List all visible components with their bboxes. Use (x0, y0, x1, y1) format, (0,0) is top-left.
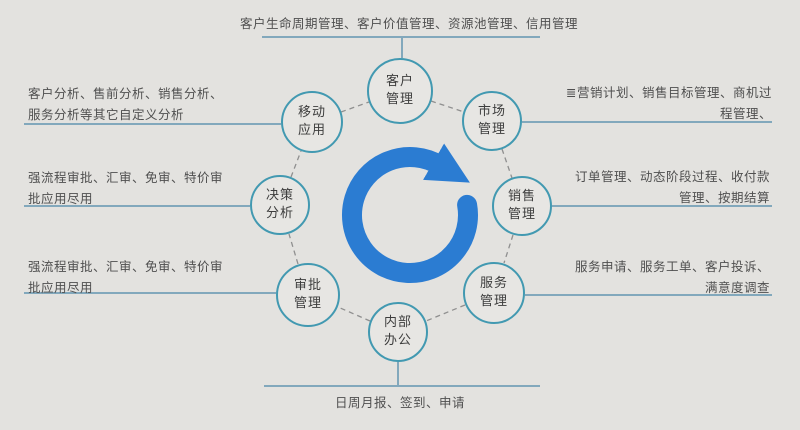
annotation-top: 客户生命周期管理、客户价值管理、资源池管理、信用管理 (240, 13, 579, 34)
annotation-bottom: 日周月报、签到、申请 (298, 392, 502, 413)
dashed-market-sales (501, 148, 513, 179)
circular-arrow-icon (342, 143, 478, 284)
annotation-text: 日周月报、签到、申请 (334, 395, 465, 410)
node-label: 内部 (383, 315, 412, 330)
circular-arrow-path (342, 143, 478, 284)
node-label: 客户 (385, 74, 414, 89)
annotation-text: ≣营销计划、销售目标管理、商机过 (566, 85, 772, 100)
annotation-text: 程管理、 (719, 106, 772, 121)
node-internal-office: 内部 办公 (368, 302, 428, 362)
node-label: 审批 (293, 278, 322, 293)
node-label: 管理 (477, 122, 506, 137)
annotation-text: 服务申请、服务工单、客户投诉、 (574, 259, 770, 274)
node-label: 分析 (265, 206, 294, 221)
annotation-text: 满意度调查 (704, 280, 770, 295)
node-label: 管理 (293, 296, 322, 311)
node-sales-management: 销售 管理 (492, 176, 552, 236)
dashed-customer-market (430, 100, 465, 113)
node-label: 决策 (265, 188, 294, 203)
annotation-text: 客户生命周期管理、客户价值管理、资源池管理、信用管理 (240, 16, 579, 31)
dashed-approval-decision (288, 233, 299, 265)
annotation-text: 订单管理、动态阶段过程、收付款 (574, 169, 770, 184)
dashed-sales-service (503, 234, 514, 264)
dashed-decision-mobile (290, 150, 302, 178)
node-label: 管理 (479, 294, 508, 309)
dashed-mobile-customer (340, 101, 370, 113)
node-label: 移动 (297, 105, 326, 120)
annotation-text: 管理、按期结算 (678, 190, 770, 205)
annotation-top-left: 客户分析、售前分析、销售分析、 服务分析等其它自定义分析 (28, 83, 223, 125)
annotation-bottom-right: 服务申请、服务工单、客户投诉、 满意度调查 (575, 256, 770, 298)
node-mobile-application: 移动 应用 (281, 91, 343, 153)
node-approval-management: 审批 管理 (276, 263, 340, 327)
annotation-text: 服务分析等其它自定义分析 (28, 107, 185, 122)
annotation-text: 批应用尽用 (28, 191, 94, 206)
annotation-text: 批应用尽用 (28, 280, 94, 295)
node-label: 办公 (383, 333, 412, 348)
node-label: 销售 (507, 189, 536, 204)
annotation-text: 客户分析、售前分析、销售分析、 (28, 86, 224, 101)
node-decision-analysis: 决策 分析 (250, 175, 310, 235)
node-customer-management: 客户 管理 (367, 58, 433, 124)
node-label: 服务 (479, 276, 508, 291)
node-label: 市场 (477, 104, 506, 119)
annotation-top-right: ≣营销计划、销售目标管理、商机过 程管理、 (566, 82, 772, 124)
node-label: 管理 (385, 92, 414, 107)
annotation-mid-left: 强流程审批、汇审、免审、特价审 批应用尽用 (28, 167, 223, 209)
annotation-mid-right: 订单管理、动态阶段过程、收付款 管理、按期结算 (575, 166, 770, 208)
annotation-text: 强流程审批、汇审、免审、特价审 (28, 170, 224, 185)
node-service-management: 服务 管理 (463, 262, 525, 324)
node-label: 管理 (507, 207, 536, 222)
node-market-management: 市场 管理 (462, 91, 522, 151)
annotation-bottom-left: 强流程审批、汇审、免审、特价审 批应用尽用 (28, 256, 223, 298)
dashed-service-office (425, 304, 466, 322)
node-label: 应用 (297, 123, 326, 138)
annotation-text: 强流程审批、汇审、免审、特价审 (28, 259, 224, 274)
dashed-office-approval (337, 306, 371, 322)
